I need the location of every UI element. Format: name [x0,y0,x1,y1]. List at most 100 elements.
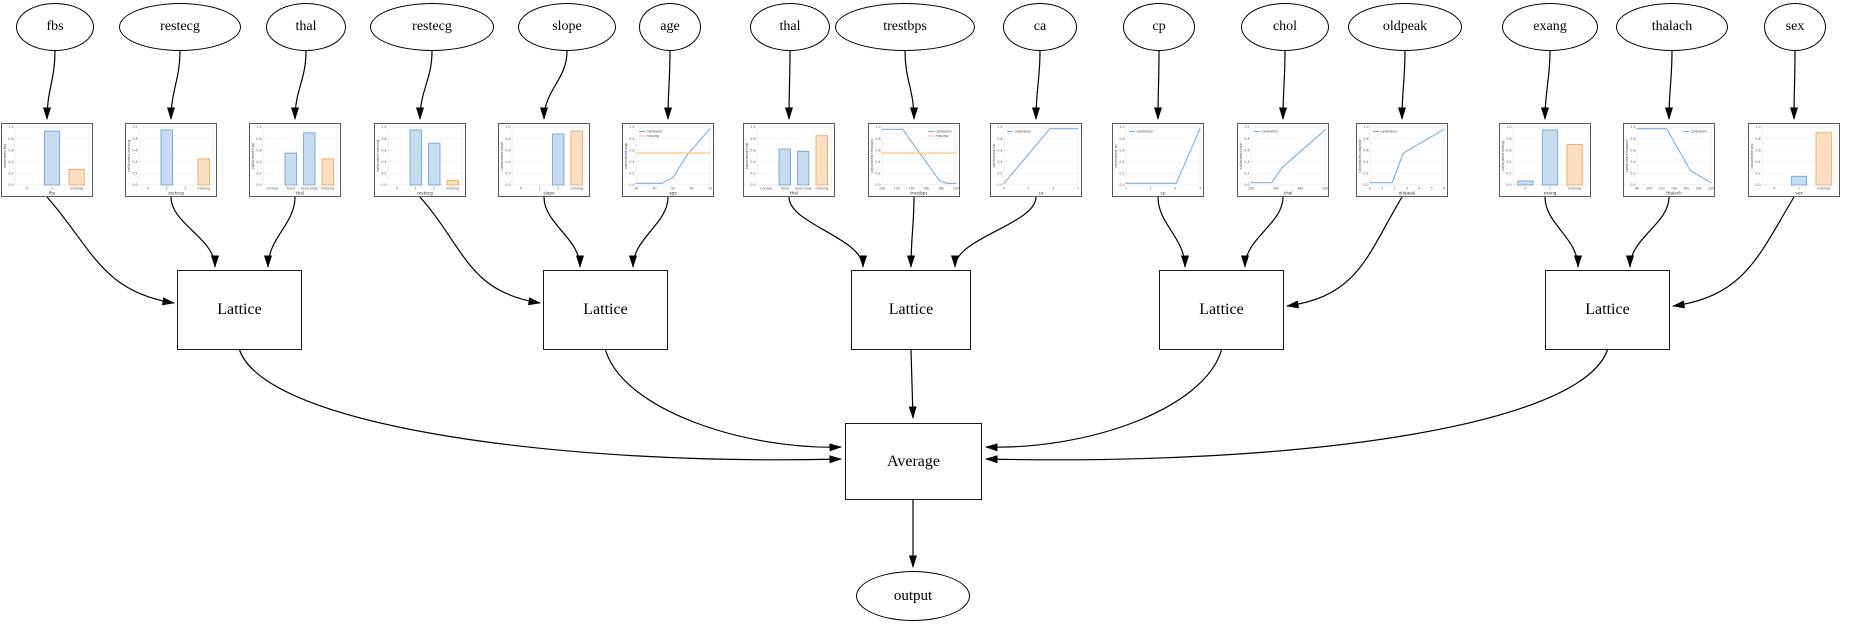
feature-ellipse-restecg-1: restecg [119,3,241,51]
edge-lattice3-to-average [908,349,917,419]
svg-text:0.6: 0.6 [1506,148,1511,152]
svg-text:restecg: restecg [168,191,184,196]
edge-oldpeak-to-chart [1398,50,1407,120]
svg-text:calibrated thalach: calibrated thalach [1625,140,1629,173]
svg-text:0.0: 0.0 [750,183,755,187]
svg-text:0: 0 [26,187,28,191]
svg-text:0.4: 0.4 [1630,160,1635,164]
lattice-node-3-label: Lattice [888,301,934,318]
svg-text:0.8: 0.8 [1630,137,1635,141]
svg-text:1.0: 1.0 [132,125,137,129]
bar-missing [1566,143,1583,186]
feature-ellipse-thalach-13: thalach [1616,3,1728,51]
svg-text:missing: missing [197,187,210,191]
svg-text:0.4: 0.4 [1244,160,1249,164]
svg-text:3: 3 [1406,187,1408,191]
feature-label: chol [1272,19,1298,34]
feature-label: restecg [412,19,452,34]
svg-text:0.6: 0.6 [132,148,137,152]
svg-text:normal: normal [266,187,278,191]
svg-text:50: 50 [671,187,675,191]
bar-1 [43,130,61,186]
svg-text:4: 4 [1199,187,1201,191]
svg-text:calibrated ca: calibrated ca [992,144,996,167]
legend-label-missing: missing [936,134,948,138]
svg-text:0.6: 0.6 [505,148,510,152]
svg-text:0.0: 0.0 [505,183,510,187]
svg-text:missing: missing [1568,187,1581,191]
svg-text:1.0: 1.0 [875,125,880,129]
svg-text:thal: thal [790,191,798,196]
edge-exang-to-chart [1541,50,1551,120]
svg-text:1: 1 [539,187,541,191]
svg-text:300: 300 [1273,187,1279,191]
svg-text:0.8: 0.8 [8,137,13,141]
edge-chart-to-lattice-6 [788,196,867,268]
svg-text:1: 1 [166,187,168,191]
feature-label: ca [1033,19,1047,34]
legend-label-calibrated: calibrated [1015,130,1031,134]
svg-text:200: 200 [953,187,959,191]
bar-1 [1541,129,1559,186]
svg-text:1.0: 1.0 [750,125,755,129]
svg-text:0.0: 0.0 [1363,183,1368,187]
legend-label-calibrated: calibrated [936,130,952,134]
svg-text:1.0: 1.0 [505,125,510,129]
svg-text:2: 2 [1150,187,1152,191]
feature-ellipse-restecg-3: restecg [370,3,494,51]
svg-text:0.4: 0.4 [256,160,261,164]
feature-ellipse-age-5: age [639,3,701,51]
feature-ellipse-slope-4: slope [518,3,616,51]
svg-text:0.4: 0.4 [1755,160,1760,164]
svg-text:6: 6 [1443,187,1445,191]
series-calibrated [1369,128,1445,184]
average-node: Average [845,423,982,500]
svg-text:0.4: 0.4 [505,160,510,164]
feature-label: oldpeak [1382,19,1428,34]
bar-reversible [303,132,316,186]
edge-chart-to-lattice-2 [264,196,296,268]
svg-text:1: 1 [1125,187,1127,191]
svg-text:0.8: 0.8 [875,137,880,141]
svg-text:0.2: 0.2 [1506,172,1511,176]
feature-ellipse-chol-10: chol [1241,3,1329,51]
svg-text:0.6: 0.6 [381,148,386,152]
svg-text:2: 2 [1394,187,1396,191]
lattice-node-1-label: Lattice [217,301,262,318]
svg-text:0.0: 0.0 [1755,183,1760,187]
edge-chart-to-lattice-12 [1544,196,1582,268]
svg-text:missing: missing [815,187,828,191]
bar-2 [552,133,565,186]
feature-label: thal [295,19,317,34]
edge-chart-to-lattice-5 [629,196,669,268]
svg-text:0: 0 [1369,187,1371,191]
svg-text:0.2: 0.2 [1363,172,1368,176]
svg-text:180: 180 [938,187,944,191]
svg-text:calibrated age: calibrated age [624,142,628,169]
svg-text:0.2: 0.2 [381,172,386,176]
svg-text:0.4: 0.4 [629,160,634,164]
edge-ca-to-chart [1032,50,1041,120]
svg-text:missing: missing [1817,187,1830,191]
svg-text:calibrated thal: calibrated thal [251,143,255,169]
lattice-node-5: Lattice [1545,270,1670,350]
svg-text:0.0: 0.0 [875,183,880,187]
svg-text:0.0: 0.0 [997,183,1002,187]
feature-ellipse-sex-14: sex [1764,3,1826,51]
svg-text:80: 80 [1635,187,1639,191]
svg-text:thalach: thalach [1666,191,1682,196]
svg-text:0.6: 0.6 [750,148,755,152]
edge-age-to-chart [664,50,673,120]
feature-label: exang [1533,19,1567,34]
series-calibrated [1250,129,1326,184]
svg-text:0.2: 0.2 [256,172,261,176]
svg-text:0.6: 0.6 [8,148,13,152]
